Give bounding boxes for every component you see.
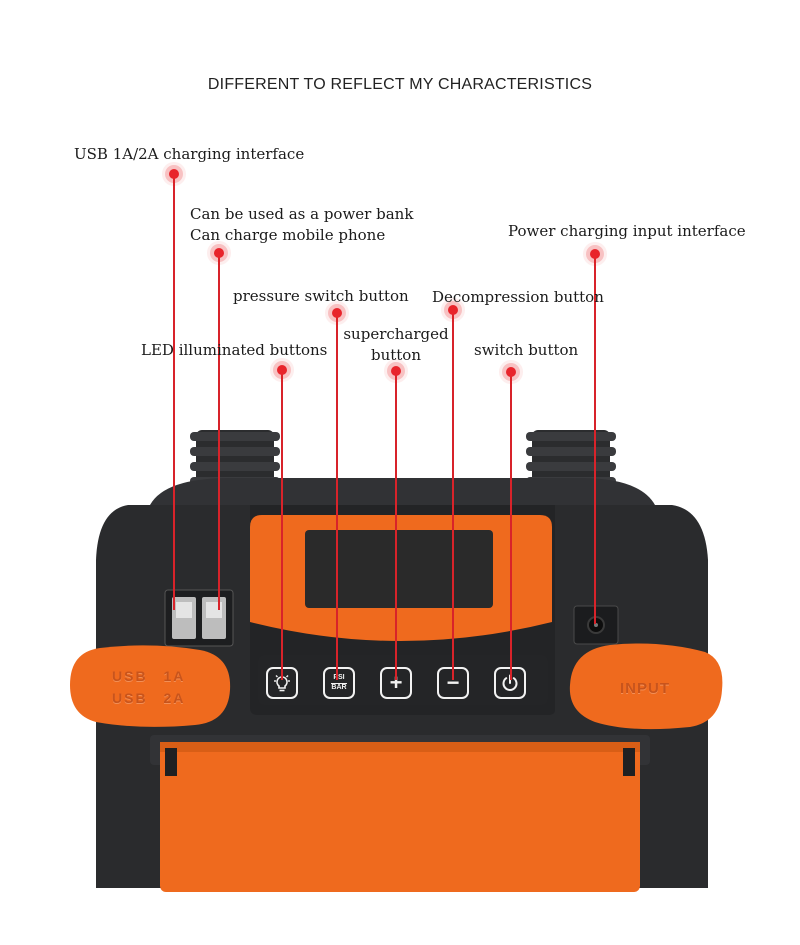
input-cover-cap: [569, 643, 723, 730]
label-switch-button: switch button: [474, 341, 579, 359]
usb-cover-cap: [70, 645, 231, 727]
label-supercharged-line1: supercharged: [343, 325, 449, 343]
callout-dot-pressure: [332, 308, 342, 318]
callout-dot-switch: [506, 367, 516, 377]
label-led-buttons: LED illuminated buttons: [141, 341, 328, 359]
callout-line-pressure: [336, 313, 338, 680]
usb-cap-label-1a: USB 1A: [112, 668, 186, 684]
callout-line-switch: [510, 372, 512, 680]
label-pressure-switch: pressure switch button: [233, 287, 409, 305]
display-screen: [305, 530, 493, 608]
callout-dot-supercharged: [391, 366, 401, 376]
label-supercharged: supercharged button: [340, 324, 452, 366]
dc-input-jack: [573, 605, 619, 645]
psi-bar-icon: PSI BAR: [331, 674, 347, 692]
callout-dot-power-bank: [214, 248, 224, 258]
label-power-bank-line2: Can charge mobile phone: [190, 226, 386, 244]
callout-dot-decompression: [448, 305, 458, 315]
psi-label: PSI: [333, 674, 345, 681]
bar-label: BAR: [331, 683, 347, 691]
usb-ports: [164, 589, 234, 647]
callout-dot-usb: [169, 169, 179, 179]
callout-line-decompression: [452, 310, 454, 680]
label-power-bank: Can be used as a power bank Can charge m…: [190, 204, 413, 246]
callout-dot-input: [590, 249, 600, 259]
input-cap-label: INPUT: [620, 680, 670, 697]
callout-line-power-bank: [218, 253, 220, 610]
page-heading: DIFFERENT TO REFLECT MY CHARACTERISTICS: [207, 76, 593, 93]
usb-cap-label-2a: USB 2A: [112, 690, 186, 706]
minus-icon: −: [446, 670, 460, 695]
label-usb-interface: USB 1A/2A charging interface: [74, 145, 305, 163]
callout-line-supercharged: [395, 371, 397, 680]
pressure-unit-button[interactable]: PSI BAR: [323, 667, 355, 699]
label-power-bank-line1: Can be used as a power bank: [190, 205, 414, 223]
label-decompression: Decompression button: [432, 288, 604, 306]
plus-icon: +: [389, 670, 403, 695]
callout-line-usb: [173, 174, 175, 610]
callout-line-input: [594, 254, 596, 624]
callout-dot-led: [277, 365, 287, 375]
callout-line-led: [281, 370, 283, 680]
label-supercharged-line2: button: [370, 346, 421, 364]
label-charging-input: Power charging input interface: [508, 222, 746, 240]
